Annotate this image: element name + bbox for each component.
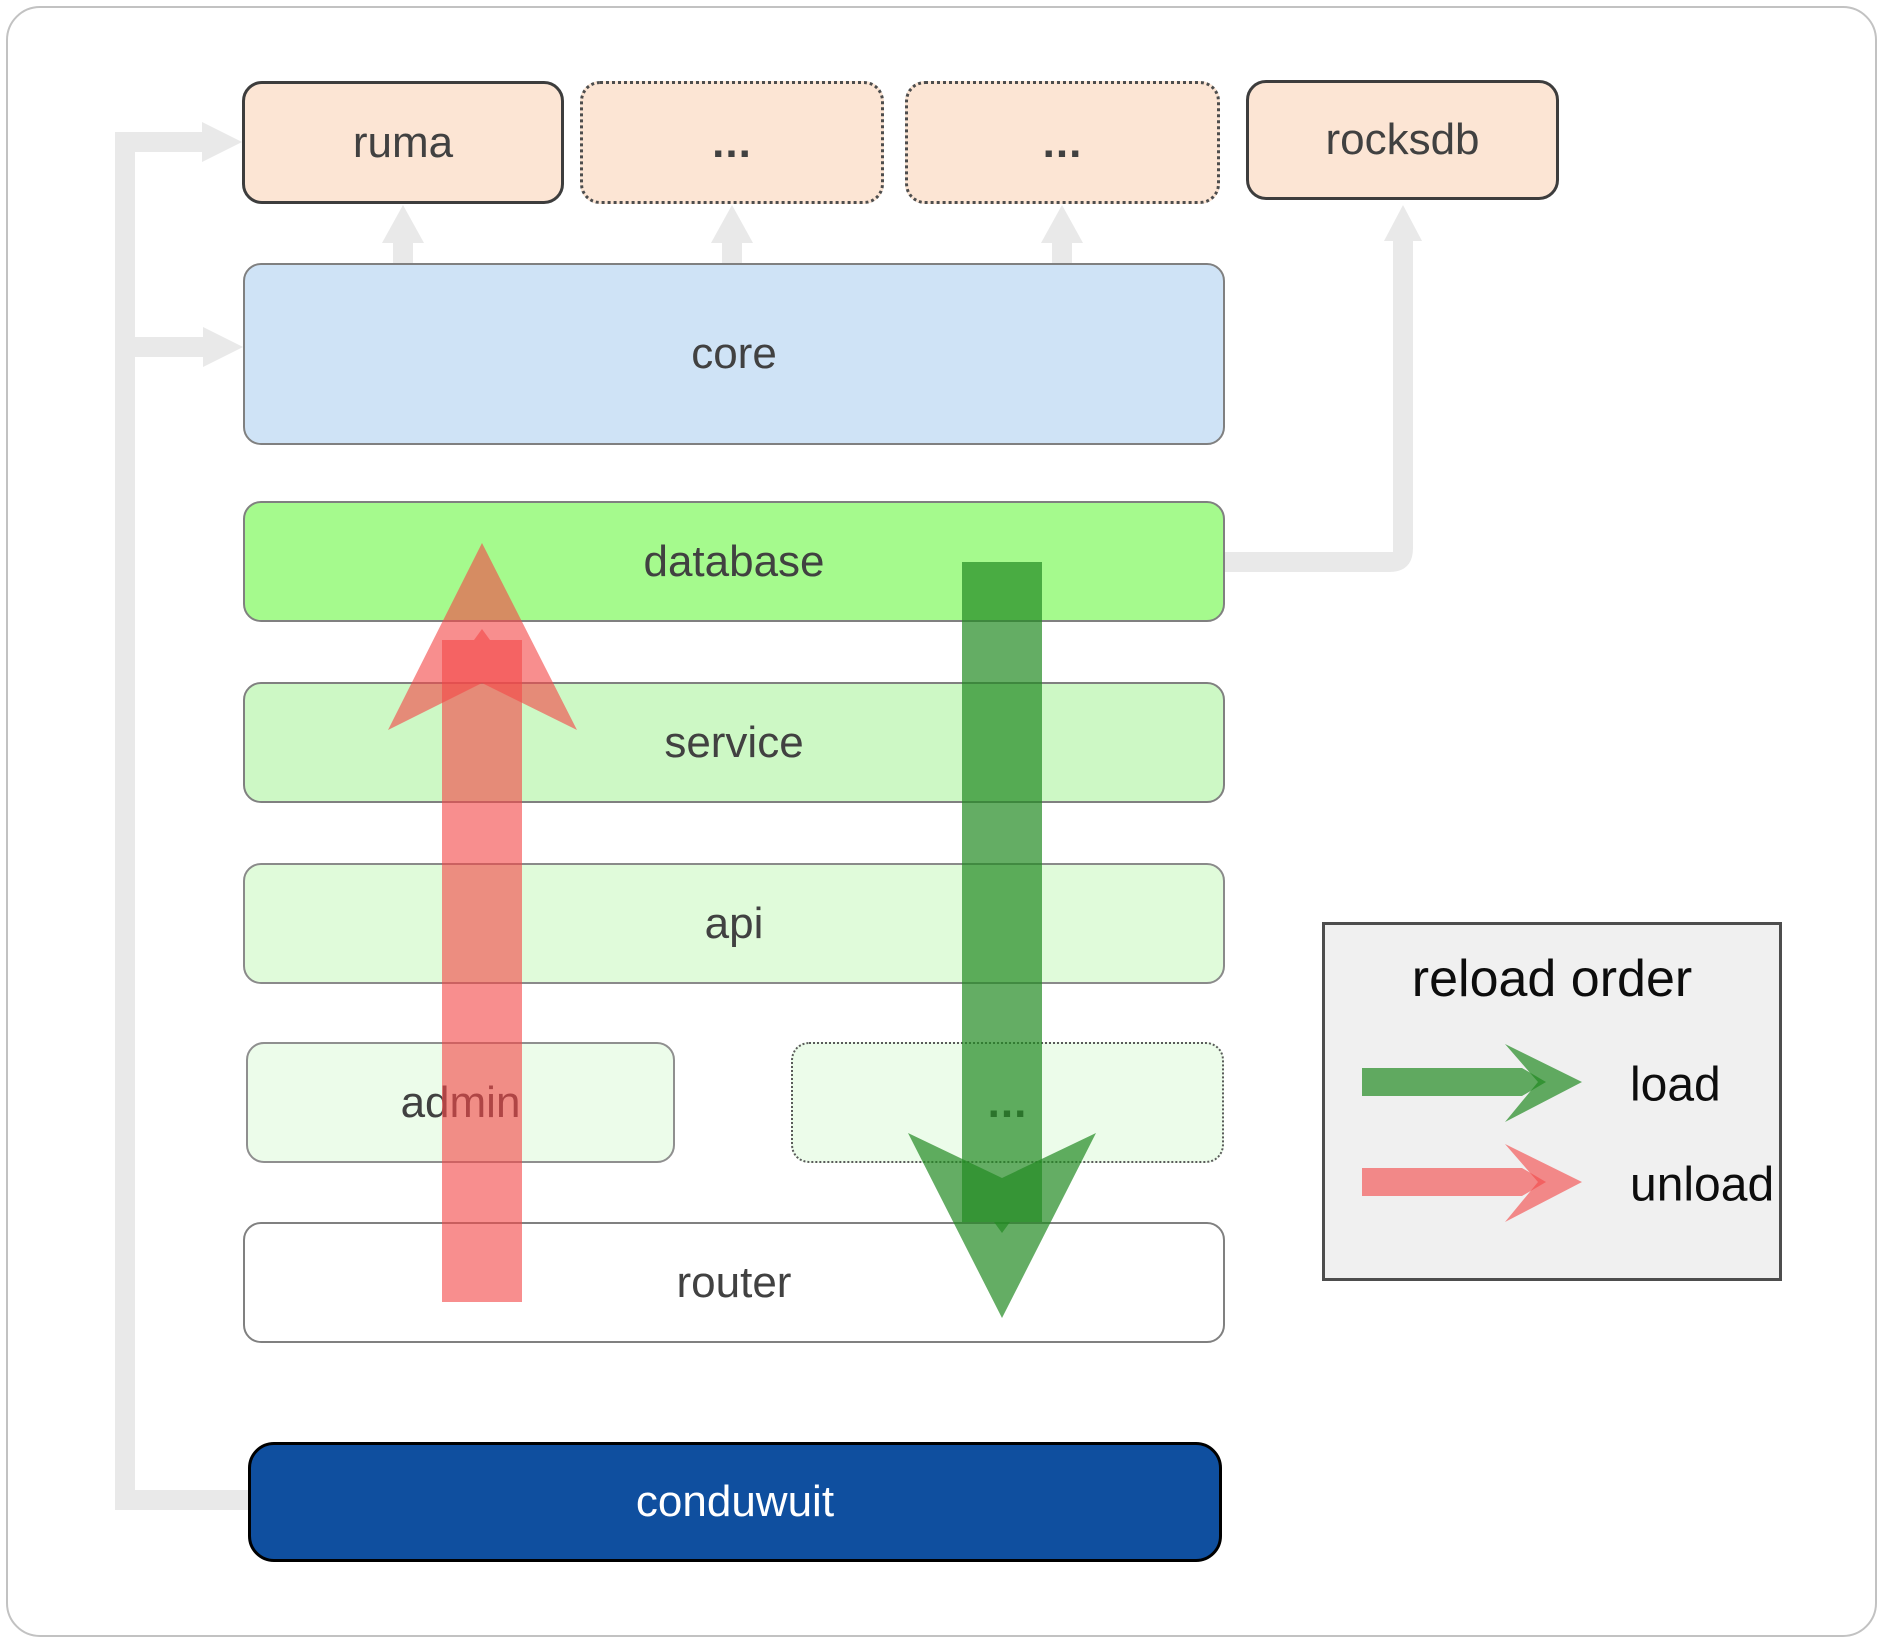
node-ruma: ruma [242, 81, 564, 204]
node-api-label: api [704, 898, 764, 948]
node-database: database [243, 501, 1225, 622]
legend-load-label: load [1630, 1058, 1721, 1112]
node-conduwuit-label: conduwuit [635, 1477, 835, 1526]
node-dots-top-2: ... [905, 81, 1220, 204]
node-rocksdb-label: rocksdb [1325, 115, 1480, 164]
legend: reload order load unload [1322, 922, 1782, 1281]
node-api: api [243, 863, 1225, 984]
node-dots-top-1-label: ... [712, 117, 752, 167]
node-admin-label: admin [400, 1077, 521, 1127]
node-database-label: database [643, 536, 825, 586]
node-service: service [243, 682, 1225, 803]
node-router: router [243, 1222, 1225, 1343]
node-ruma-label: ruma [352, 117, 454, 167]
node-core-label: core [691, 329, 777, 378]
node-service-label: service [664, 717, 804, 767]
legend-unload-label: unload [1630, 1158, 1775, 1212]
diagram-outer-border [6, 6, 1877, 1637]
node-core: core [243, 263, 1225, 445]
node-dots-mid-label: ... [987, 1077, 1028, 1127]
node-rocksdb: rocksdb [1246, 80, 1559, 200]
node-admin: admin [246, 1042, 675, 1163]
node-dots-mid: ... [791, 1042, 1224, 1163]
node-router-label: router [676, 1257, 792, 1307]
node-dots-top-2-label: ... [1042, 117, 1083, 167]
node-conduwuit: conduwuit [248, 1442, 1222, 1562]
node-dots-top-1: ... [580, 81, 884, 204]
legend-title: reload order [1411, 950, 1693, 1008]
